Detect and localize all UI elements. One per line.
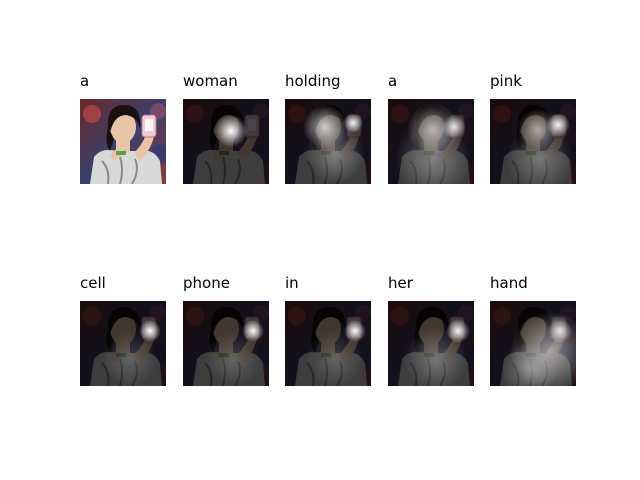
- attention-map: [490, 301, 576, 386]
- panel-word: woman: [183, 72, 238, 90]
- attention-highlight: [102, 331, 158, 386]
- attention-highlight: [205, 331, 261, 386]
- attention-highlight: [506, 125, 574, 184]
- panel-word: pink: [490, 72, 522, 90]
- panel-word: phone: [183, 274, 230, 292]
- attention-map: [285, 99, 371, 184]
- attention-map: [183, 99, 269, 184]
- attention-highlight: [307, 331, 363, 386]
- attention-map: [490, 99, 576, 184]
- attention-highlight: [548, 319, 572, 343]
- attention-map: [80, 301, 166, 386]
- attention-highlight: [305, 124, 365, 184]
- panel-word: cell: [80, 274, 106, 292]
- panel-word: her: [388, 274, 413, 292]
- original-photo: [80, 99, 166, 184]
- attention-map: [388, 99, 474, 184]
- panel-word: a: [80, 72, 90, 90]
- panel-word: hand: [490, 274, 528, 292]
- panel-word: holding: [285, 72, 341, 90]
- panel-word: a: [388, 72, 398, 90]
- attention-highlight: [395, 121, 471, 184]
- attention-map: [183, 301, 269, 386]
- attention-highlight: [215, 115, 247, 147]
- attention-map: [285, 301, 371, 386]
- attention-highlight: [502, 341, 558, 386]
- attention-highlight: [404, 327, 468, 386]
- panel-word: in: [285, 274, 299, 292]
- attention-map: [388, 301, 474, 386]
